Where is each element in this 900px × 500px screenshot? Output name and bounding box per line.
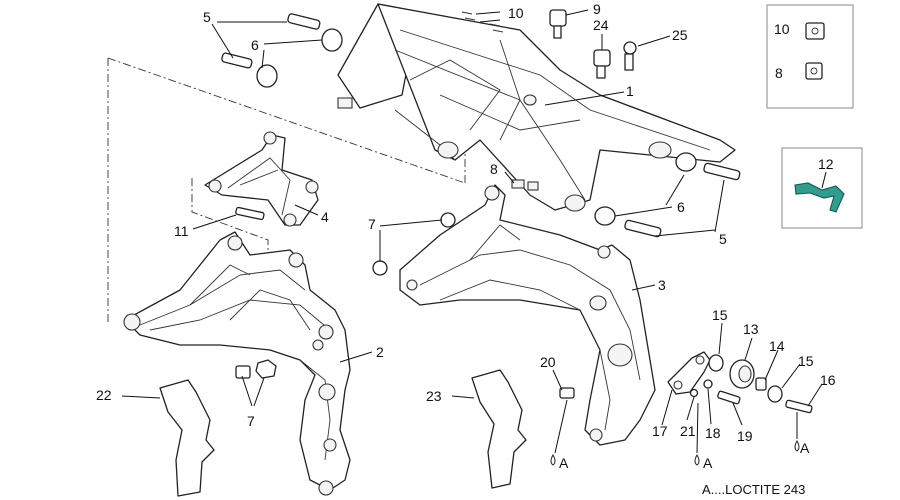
callout-19: 19 — [737, 428, 753, 444]
loctite-drops — [550, 439, 800, 466]
callout-labels: 1 2 3 4 5 5 6 6 7 7 8 9 10 11 12 13 14 1… — [96, 1, 836, 497]
callout-4: 4 — [321, 209, 329, 225]
loctite-legend: A....LOCTITE 243 — [702, 482, 805, 497]
callout-18: 18 — [705, 425, 721, 441]
callout-8: 8 — [490, 161, 498, 177]
swingarm-part-3 — [372, 179, 656, 446]
inset-label-10: 10 — [774, 21, 790, 37]
callout-15-right: 15 — [798, 353, 814, 369]
covers-22-23 — [159, 369, 527, 497]
callout-22: 22 — [96, 387, 112, 403]
callout-5-top: 5 — [203, 9, 211, 25]
callout-7-upper: 7 — [368, 216, 376, 232]
callout-7-lower: 7 — [247, 413, 255, 429]
callout-23: 23 — [426, 388, 442, 404]
callout-6-top: 6 — [251, 37, 259, 53]
callout-24: 24 — [593, 17, 609, 33]
callout-21: 21 — [680, 423, 696, 439]
callout-9: 9 — [593, 1, 601, 17]
linkage-group — [559, 351, 813, 414]
callout-25: 25 — [672, 27, 688, 43]
clip-nuts-inset — [766, 4, 854, 109]
right-bolts-and-bushings — [594, 152, 741, 238]
callout-11: 11 — [174, 223, 189, 239]
callout-1: 1 — [626, 83, 634, 99]
callout-15-left: 15 — [712, 307, 728, 323]
main-frame-part-1 — [337, 3, 736, 212]
callout-14: 14 — [769, 338, 785, 354]
callout-12: 12 — [818, 156, 834, 172]
callout-20: 20 — [540, 354, 556, 370]
callout-2: 2 — [376, 344, 384, 360]
loctite-marker-a-1: A — [559, 455, 569, 471]
top-bolts-and-bushings — [221, 13, 343, 88]
leader-lines — [121, 9, 827, 454]
callout-10: 10 — [508, 5, 524, 21]
loctite-marker-a-2: A — [703, 455, 713, 471]
callout-17: 17 — [652, 423, 668, 439]
inset-label-8: 8 — [775, 65, 783, 81]
loctite-marker-a-3: A — [800, 440, 810, 456]
callout-6-right: 6 — [677, 199, 685, 215]
callout-13: 13 — [743, 321, 759, 337]
callout-5-right: 5 — [719, 231, 727, 247]
bracket-part-4 — [204, 131, 319, 227]
hardware-9-24-25 — [461, 9, 637, 79]
callout-16: 16 — [820, 372, 836, 388]
callout-3: 3 — [658, 277, 666, 293]
frame-plate-part-2 — [123, 231, 351, 496]
